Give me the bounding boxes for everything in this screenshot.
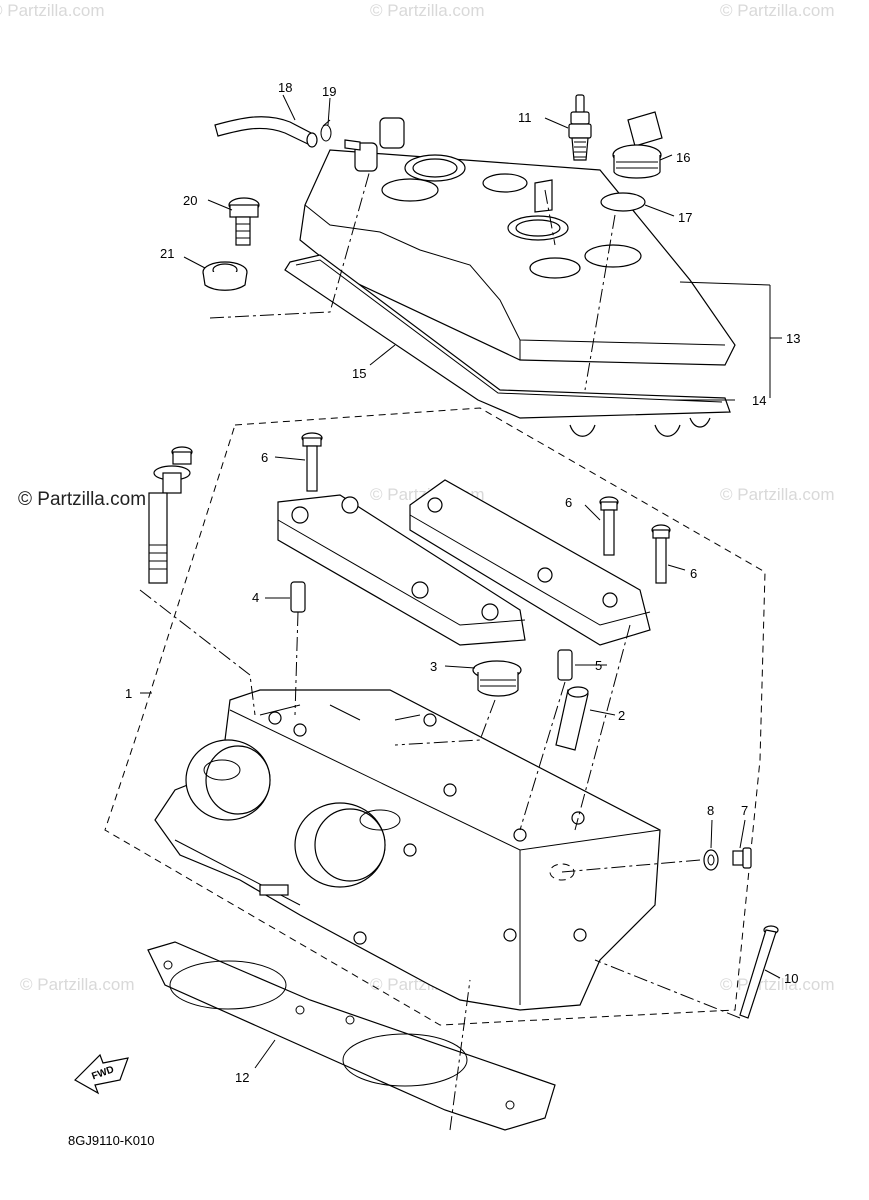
callout-15[interactable]: 15 (352, 366, 366, 381)
camshaft-cap-exhaust[interactable] (409, 479, 651, 646)
watermark-top-right: © Partzilla.com (720, 1, 835, 20)
breather-hose[interactable] (214, 116, 318, 148)
cylinder-head[interactable] (154, 689, 661, 1011)
camshaft-cap-intake[interactable] (277, 494, 526, 646)
cam-cap-bolt-b[interactable] (599, 496, 619, 556)
cover-grommet[interactable] (202, 261, 248, 291)
cylinder-head-cover[interactable] (299, 117, 736, 366)
callout-21[interactable]: 21 (160, 246, 174, 261)
head-bolt-long[interactable] (739, 925, 779, 1019)
sealing-washer[interactable] (703, 849, 719, 871)
callout-18[interactable]: 18 (278, 80, 292, 95)
callout-11[interactable]: 11 (518, 110, 532, 125)
callout-13[interactable]: 13 (786, 331, 800, 346)
watermark-mid-right: © Partzilla.com (720, 485, 835, 504)
callout-6a[interactable]: 6 (261, 450, 268, 465)
dowel-pin-right[interactable] (557, 649, 573, 681)
callout-17[interactable]: 17 (678, 210, 692, 225)
oil-filler-cap[interactable] (612, 111, 663, 179)
head-cover-gasket[interactable] (284, 254, 731, 437)
callout-1[interactable]: 1 (125, 686, 132, 701)
callout-3[interactable]: 3 (430, 659, 437, 674)
cylinder-head-plug[interactable] (472, 660, 522, 697)
callout-20[interactable]: 20 (183, 193, 197, 208)
watermark-bottom-left: © Partzilla.com (20, 975, 135, 994)
cylinder-head-group-outline (104, 407, 766, 1026)
cam-cap-bolt-a[interactable] (301, 432, 323, 492)
callout-labels: 18 19 11 16 17 20 21 13 15 14 6 6 6 4 5 … (125, 80, 800, 1085)
filler-cap-o-ring[interactable] (600, 192, 646, 212)
head-stud[interactable] (148, 446, 193, 584)
callout-19[interactable]: 19 (322, 84, 336, 99)
callout-8[interactable]: 8 (707, 803, 714, 818)
cylinder-head-gasket[interactable] (147, 941, 556, 1131)
oil-gallery-bolt[interactable] (732, 847, 752, 869)
leader-lines (140, 94, 782, 1069)
cam-cap-bolt-c[interactable] (651, 524, 671, 584)
watermark-top-left: © Partzilla.com (0, 1, 105, 20)
callout-4[interactable]: 4 (252, 590, 259, 605)
callout-7[interactable]: 7 (741, 803, 748, 818)
callout-14[interactable]: 14 (752, 393, 766, 408)
callout-2[interactable]: 2 (618, 708, 625, 723)
alignment-lines (139, 169, 741, 1131)
callout-5[interactable]: 5 (595, 658, 602, 673)
valve-guide[interactable] (555, 686, 589, 751)
washer-hole (707, 854, 715, 866)
callout-12[interactable]: 12 (235, 1070, 249, 1085)
dowel-pin-left[interactable] (290, 581, 306, 613)
watermark-mid-left: © Partzilla.com (18, 489, 146, 510)
forward-direction-arrow: FWD (74, 1053, 129, 1095)
cover-bolt[interactable] (228, 197, 260, 246)
callout-10[interactable]: 10 (784, 971, 798, 986)
callout-6b[interactable]: 6 (565, 495, 572, 510)
callout-16[interactable]: 16 (676, 150, 690, 165)
diagram-code: 8GJ9110-K010 (68, 1133, 155, 1148)
watermark-top-center: © Partzilla.com (370, 1, 485, 20)
spark-plug[interactable] (568, 94, 592, 161)
callout-6c[interactable]: 6 (690, 566, 697, 581)
hose-clip[interactable] (320, 119, 332, 142)
